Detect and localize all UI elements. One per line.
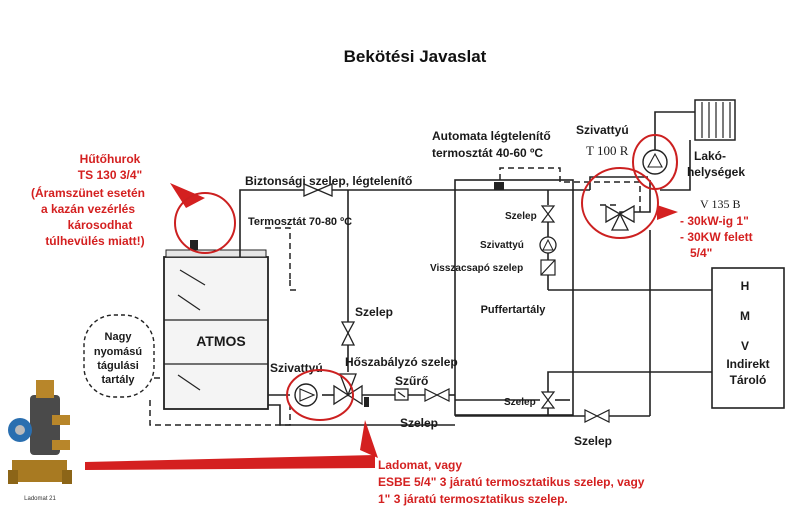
svg-text:tartály: tartály	[101, 374, 135, 386]
svg-text:5/4": 5/4"	[690, 246, 712, 260]
filter-label: Szűrő	[395, 374, 428, 388]
living-label: Lakó-	[694, 149, 726, 163]
pump-highlight	[286, 369, 354, 421]
svg-text:Puffertartály: Puffertartály	[481, 304, 547, 316]
svg-text:Szelep: Szelep	[574, 434, 612, 448]
svg-text:V: V	[741, 339, 749, 353]
low-pump	[294, 383, 318, 407]
vent-body	[494, 182, 504, 190]
thermostat-label: Termosztát 70-80 ºC	[248, 216, 352, 228]
svg-text:Ladomat, vagy: Ladomat, vagy	[378, 458, 462, 472]
buffer-tank: Puffertartály	[454, 179, 574, 416]
svg-text:Visszacsapó szelep: Visszacsapó szelep	[430, 263, 523, 274]
ladomat-caption: Ladomat 21	[24, 496, 56, 502]
right-valve: Szelep	[504, 391, 556, 409]
tank-thermostat-label: termosztát 40-60 ºC	[432, 146, 543, 160]
bottom-note: Ladomat, vagy ESBE 5/4" 3 járatú termosz…	[378, 458, 645, 506]
pointer-arrow	[170, 183, 205, 208]
svg-text:a kazán vezérlés: a kazán vezérlés	[41, 202, 135, 216]
boiler: ATMOS	[163, 240, 269, 410]
hot-water-tank: H M V Indirekt Tároló	[711, 267, 785, 409]
svg-text:ESBE 5/4" 3 járatú termosztati: ESBE 5/4" 3 járatú termosztatikus szelep…	[378, 475, 645, 489]
low-pump-label: Szivattyú	[270, 361, 323, 375]
valve-size-note: V 135 B - 30kW-ig 1" - 30KW felett 5/4"	[680, 197, 753, 260]
svg-text:Tároló: Tároló	[730, 373, 767, 387]
svg-text:V 135 B: V 135 B	[700, 197, 740, 211]
heat-valve-label: Hőszabályzó szelep	[345, 355, 458, 369]
boiler-label: ATMOS	[196, 333, 246, 349]
cooling-loop-highlight	[174, 192, 236, 254]
svg-text:Szelep: Szelep	[505, 211, 537, 222]
ladomat-unit: Ladomat 21	[8, 380, 72, 502]
svg-text:Indirekt: Indirekt	[726, 357, 769, 371]
svg-text:károsodhat: károsodhat	[68, 218, 133, 232]
svg-text:(Áramszünet esetén: (Áramszünet esetén	[31, 185, 145, 200]
page-title: Bekötési Javaslat	[344, 47, 487, 66]
valve-highlight	[581, 167, 659, 239]
svg-text:TS 130 3/4": TS 130 3/4"	[78, 168, 142, 182]
svg-text:- 30KW felett: - 30KW felett	[680, 230, 753, 244]
bottom-valve: Szelep	[574, 409, 612, 448]
low-valve: Szelep	[400, 388, 450, 430]
tank-valve: Szelep	[505, 205, 556, 223]
heat-control-valve	[333, 373, 369, 407]
mid-valve: Szelep	[340, 305, 393, 346]
pump-pointer	[360, 420, 378, 458]
living-label-2: helységek	[687, 165, 745, 179]
pipe-network	[239, 111, 712, 426]
safety-valve	[303, 183, 333, 197]
three-way-valve-right	[605, 204, 635, 231]
top-pump	[642, 149, 668, 175]
svg-text:M: M	[740, 309, 750, 323]
radiator	[694, 99, 736, 141]
svg-text:Szivattyú: Szivattyú	[480, 240, 524, 251]
t100r-label: T 100 R	[586, 143, 629, 158]
svg-text:- 30kW-ig 1": - 30kW-ig 1"	[680, 214, 749, 228]
tank-pump: Szivattyú	[480, 236, 557, 254]
filter	[394, 388, 409, 401]
svg-text:1" 3 járatú termosztatikus sze: 1" 3 járatú termosztatikus szelep.	[378, 492, 568, 506]
expansion-tank: Nagy nyomású tágulási tartály	[83, 314, 155, 398]
svg-text:nyomású: nyomású	[94, 346, 142, 358]
svg-text:Szelep: Szelep	[504, 397, 536, 408]
svg-text:Hűtőhurok: Hűtőhurok	[80, 152, 141, 166]
check-valve: Visszacsapó szelep	[430, 259, 556, 276]
cooling-loop-note: Hűtőhurok TS 130 3/4" (Áramszünet esetén…	[31, 152, 145, 248]
right-pointer	[657, 205, 678, 220]
svg-text:H: H	[741, 279, 750, 293]
svg-text:tágulási: tágulási	[97, 360, 139, 372]
safety-valve-label: Biztonsági szelep, légtelenítő	[245, 174, 412, 188]
top-pump-label: Szivattyú	[576, 123, 629, 137]
svg-text:Szelep: Szelep	[355, 305, 393, 319]
auto-vent-label: Automata légtelenítő	[432, 129, 551, 143]
svg-text:túlhevülés miatt!): túlhevülés miatt!)	[45, 234, 144, 248]
svg-text:Nagy: Nagy	[105, 331, 133, 343]
ladomat-pointer	[85, 455, 375, 470]
svg-text:Szelep: Szelep	[400, 416, 438, 430]
